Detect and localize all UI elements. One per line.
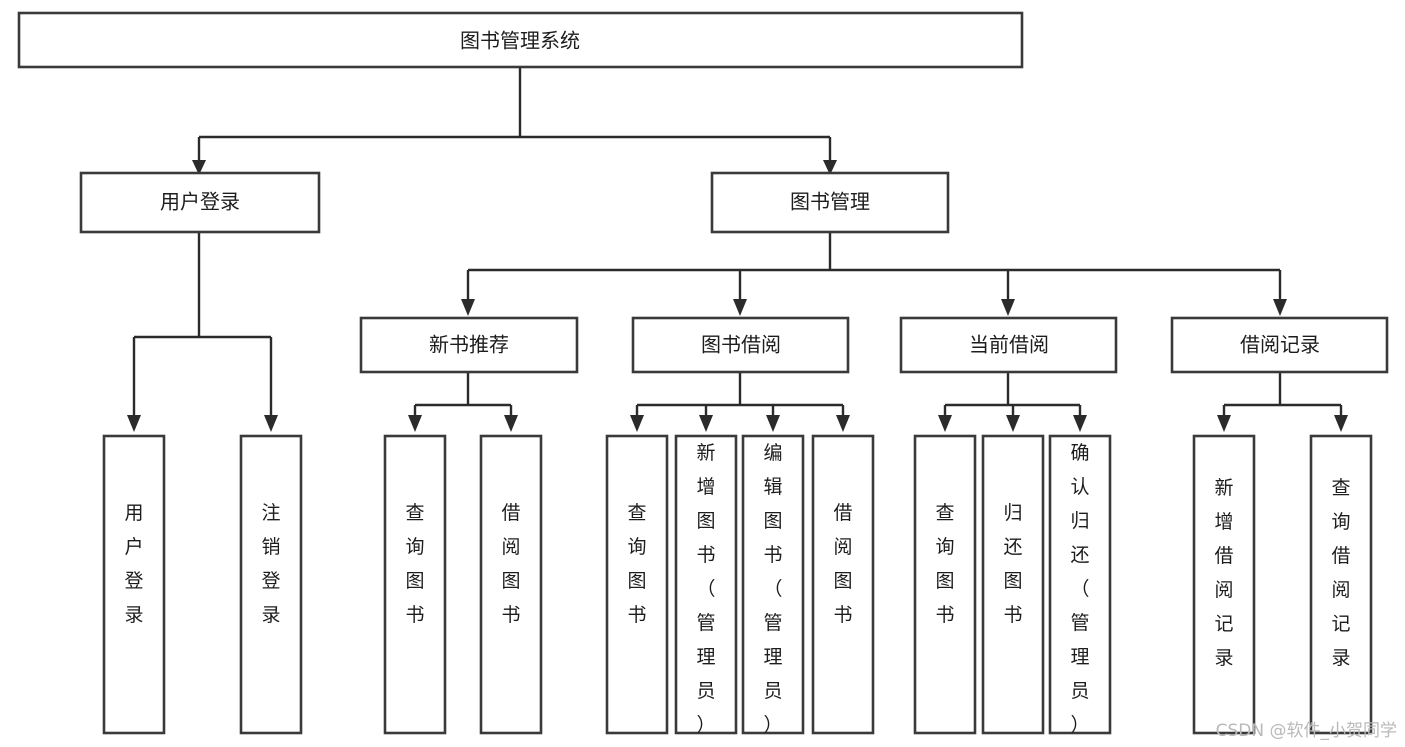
arrow-to-leaf-query-book-2 bbox=[630, 415, 644, 432]
leaf-query-book-1[interactable]: 查询图书 bbox=[383, 434, 447, 735]
node-book-management[interactable]: 图书管理 bbox=[710, 171, 950, 234]
csdn-watermark: CSDN @软件_小贺同学 bbox=[1215, 721, 1397, 741]
node-user-login[interactable]: 用户登录 bbox=[79, 171, 321, 234]
leaf-borrow-book-2-label: 借阅图书 bbox=[833, 502, 852, 626]
node-borrow-record-label: 借阅记录 bbox=[1240, 333, 1320, 357]
connector-layer bbox=[127, 67, 1348, 432]
arrow-to-book-borrow bbox=[733, 299, 747, 316]
leaf-edit-book-admin-label: 编辑图书（管理员） bbox=[763, 442, 782, 736]
node-new-book-recommend-box[interactable] bbox=[359, 316, 579, 374]
leaf-query-book-1-label: 查询图书 bbox=[405, 502, 424, 626]
leaf-borrow-book-2-box[interactable] bbox=[811, 434, 875, 735]
node-book-management-label: 图书管理 bbox=[790, 190, 870, 214]
arrow-to-new-book-recommend bbox=[461, 299, 475, 316]
node-root[interactable]: 图书管理系统 bbox=[17, 11, 1024, 69]
arrow-to-book-management bbox=[823, 160, 837, 175]
arrow-to-leaf-add-borrow-record bbox=[1217, 415, 1231, 432]
node-book-borrow-label: 图书借阅 bbox=[701, 333, 781, 357]
leaf-query-borrow-record[interactable]: 查询借阅记录 bbox=[1309, 434, 1373, 735]
arrow-to-leaf-query-book-1 bbox=[408, 415, 422, 432]
node-book-borrow-box[interactable] bbox=[631, 316, 850, 374]
node-borrow-record[interactable]: 借阅记录 bbox=[1170, 316, 1389, 374]
leaf-borrow-book-1[interactable]: 借阅图书 bbox=[479, 434, 543, 735]
node-current-borrow-label: 当前借阅 bbox=[969, 333, 1049, 357]
leaf-user-login-box[interactable] bbox=[102, 434, 166, 735]
node-current-borrow[interactable]: 当前借阅 bbox=[899, 316, 1118, 374]
arrow-to-leaf-logout-login bbox=[264, 415, 278, 432]
leaf-return-book-box[interactable] bbox=[981, 434, 1045, 735]
leaf-return-book[interactable]: 归还图书 bbox=[981, 434, 1045, 735]
leaf-query-book-1-box[interactable] bbox=[383, 434, 447, 735]
leaf-add-borrow-record-label: 新增借阅记录 bbox=[1214, 477, 1233, 669]
leaf-query-book-3[interactable]: 查询图书 bbox=[913, 434, 977, 735]
node-book-borrow[interactable]: 图书借阅 bbox=[631, 316, 850, 374]
arrow-to-leaf-query-borrow-record bbox=[1334, 415, 1348, 432]
node-root-box[interactable] bbox=[17, 11, 1024, 69]
arrow-to-leaf-query-book-3 bbox=[938, 415, 952, 432]
node-new-book-recommend-label: 新书推荐 bbox=[429, 333, 509, 357]
arrow-to-leaf-user-login bbox=[127, 415, 141, 432]
leaf-return-book-label: 归还图书 bbox=[1003, 502, 1022, 626]
leaf-query-borrow-record-label: 查询借阅记录 bbox=[1331, 477, 1350, 669]
leaf-confirm-return-admin-label: 确认归还（管理员） bbox=[1070, 442, 1089, 736]
leaf-borrow-book-1-box[interactable] bbox=[479, 434, 543, 735]
leaf-add-borrow-record-box[interactable] bbox=[1192, 434, 1256, 735]
node-user-login-box[interactable] bbox=[79, 171, 321, 234]
leaf-query-book-2-label: 查询图书 bbox=[627, 502, 646, 626]
arrow-to-leaf-return-book bbox=[1006, 415, 1020, 432]
leaf-add-book-admin-box[interactable] bbox=[674, 434, 738, 735]
leaf-logout-login[interactable]: 注销登录 bbox=[239, 434, 303, 735]
leaf-user-login[interactable]: 用户登录 bbox=[102, 434, 166, 735]
leaf-query-book-3-label: 查询图书 bbox=[935, 502, 954, 626]
arrow-to-leaf-add-book-admin bbox=[699, 415, 713, 432]
leaf-add-book-admin-label: 新增图书（管理员） bbox=[696, 442, 715, 736]
arrow-to-leaf-edit-book-admin bbox=[766, 415, 780, 432]
node-root-label: 图书管理系统 bbox=[460, 29, 580, 53]
leaf-add-book-admin[interactable]: 新增图书（管理员） bbox=[674, 434, 738, 736]
leaf-query-book-2[interactable]: 查询图书 bbox=[605, 434, 669, 735]
leaf-confirm-return-admin-box[interactable] bbox=[1048, 434, 1112, 735]
leaf-confirm-return-admin[interactable]: 确认归还（管理员） bbox=[1048, 434, 1112, 736]
node-new-book-recommend[interactable]: 新书推荐 bbox=[359, 316, 579, 374]
leaf-logout-login-label: 注销登录 bbox=[261, 502, 280, 626]
arrow-to-user-login bbox=[192, 160, 206, 175]
leaf-add-borrow-record[interactable]: 新增借阅记录 bbox=[1192, 434, 1256, 735]
leaf-query-book-3-box[interactable] bbox=[913, 434, 977, 735]
node-borrow-record-box[interactable] bbox=[1170, 316, 1389, 374]
leaf-edit-book-admin[interactable]: 编辑图书（管理员） bbox=[741, 434, 805, 736]
leaf-borrow-book-1-label: 借阅图书 bbox=[501, 502, 520, 626]
arrow-to-leaf-confirm-return-admin bbox=[1073, 415, 1087, 432]
leaf-edit-book-admin-box[interactable] bbox=[741, 434, 805, 735]
node-book-management-box[interactable] bbox=[710, 171, 950, 234]
leaf-logout-login-box[interactable] bbox=[239, 434, 303, 735]
node-user-login-label: 用户登录 bbox=[160, 190, 240, 214]
node-current-borrow-box[interactable] bbox=[899, 316, 1118, 374]
arrow-to-leaf-borrow-book-1 bbox=[504, 415, 518, 432]
leaf-query-borrow-record-box[interactable] bbox=[1309, 434, 1373, 735]
leaf-user-login-label: 用户登录 bbox=[124, 502, 143, 626]
leaf-query-book-2-box[interactable] bbox=[605, 434, 669, 735]
arrow-to-leaf-borrow-book-2 bbox=[836, 415, 850, 432]
leaf-borrow-book-2[interactable]: 借阅图书 bbox=[811, 434, 875, 735]
arrow-to-current-borrow bbox=[1001, 299, 1015, 316]
arrow-to-borrow-record bbox=[1273, 299, 1287, 316]
